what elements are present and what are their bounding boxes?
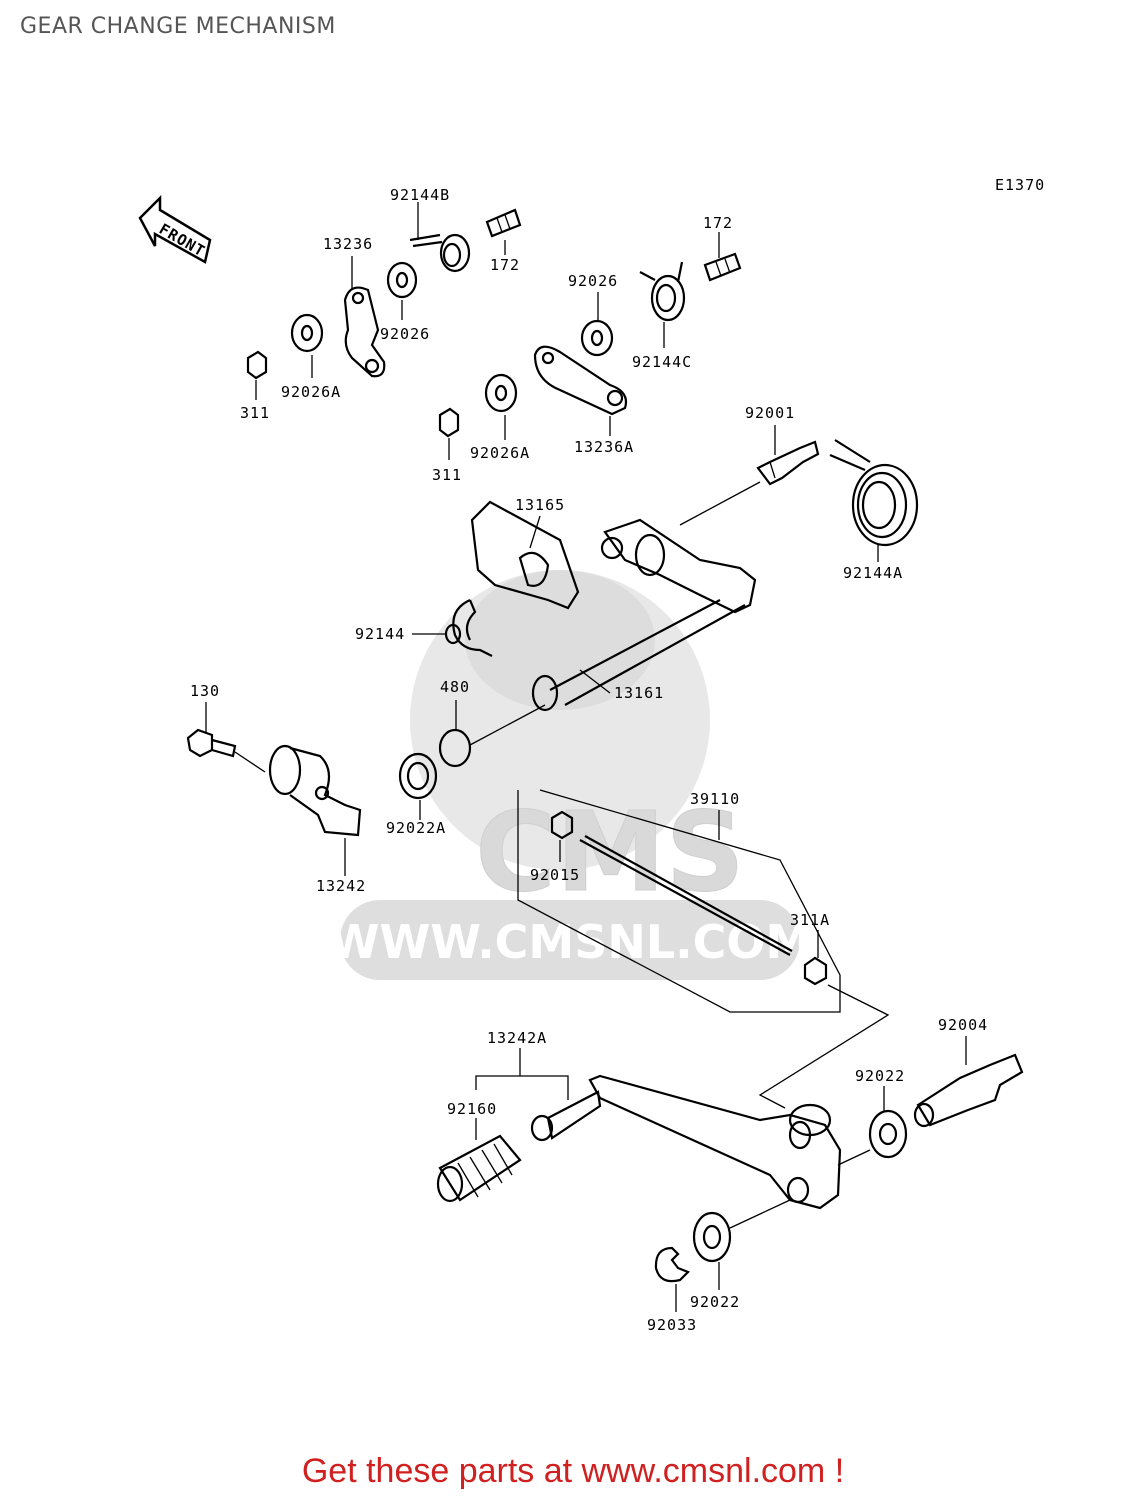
label-92026A-b: 92026A [470,444,530,462]
nut-311-icon [246,350,268,380]
label-13165: 13165 [515,496,565,514]
label-92033: 92033 [647,1316,697,1334]
label-13236A: 13236A [574,438,634,456]
label-13242A: 13242A [487,1029,547,1047]
rod-39110-icon [517,789,841,1013]
label-13236: 13236 [323,235,373,253]
label-92022A: 92022A [386,819,446,837]
label-92001: 92001 [745,404,795,422]
label-92022-b: 92022 [690,1293,740,1311]
parts-diagram: CMS WWW.CMSNL.COM FRONT E1370 [138,176,1045,1334]
washer-92026-b-icon [580,319,614,357]
label-13161: 13161 [614,684,664,702]
label-92144C: 92144C [632,353,692,371]
label-92026A-a: 92026A [281,383,341,401]
rubber-92160-icon [436,1134,522,1203]
watermark-url: WWW.CMSNL.COM [329,915,812,969]
label-92004: 92004 [938,1016,988,1034]
circlip-480-icon [438,728,472,768]
footer-link[interactable]: Get these parts at www.cmsnl.com ! [301,1452,845,1490]
arm-13236-icon [343,286,386,378]
spring-92144-icon [444,598,493,657]
label-311A: 311A [790,911,830,929]
washer-92026A-b-icon [484,373,518,413]
washer-92026A-icon [290,313,324,353]
label-92160: 92160 [447,1100,497,1118]
label-130: 130 [190,682,220,700]
label-92144B: 92144B [390,186,450,204]
washer-92026-icon [386,261,418,299]
spring-92144A-icon [829,439,919,547]
label-39110: 39110 [690,790,740,808]
label-13242: 13242 [316,877,366,895]
diagram-code: E1370 [995,176,1045,194]
label-92022-a: 92022 [855,1067,905,1085]
washer-92022-b-icon [692,1211,732,1263]
label-92026-b: 92026 [568,272,618,290]
label-480: 480 [440,678,470,696]
nut-92015-icon [550,810,574,840]
bolt-130-icon [186,728,237,758]
nut-311A-icon [803,956,828,986]
front-arrow-icon: FRONT [138,194,212,264]
plate-13165-icon [470,500,580,610]
washer-92022-a-icon [868,1109,908,1159]
nut-311-b-icon [438,407,460,438]
watermark-logo: CMS [475,788,744,916]
bolt-92001-icon [756,440,820,486]
label-92015: 92015 [530,866,580,884]
label-92144: 92144 [355,625,405,643]
label-92144A: 92144A [843,564,903,582]
part-labels: 92144B 172 13236 92026 92026A 311 92026 … [190,186,988,1334]
watermark: CMS WWW.CMSNL.COM [329,570,812,980]
shaft-13161-icon [531,518,757,712]
arm-13236A-icon [533,345,628,416]
pin-172-icon [485,208,522,238]
label-92026-a: 92026 [380,325,430,343]
spring-92144B-icon [409,233,471,273]
arm-13242-icon [268,744,362,837]
bolt-92004-icon [913,1053,1024,1128]
eclip-92033-icon [654,1246,690,1283]
label-172-b: 172 [703,214,733,232]
label-311-a: 311 [240,404,270,422]
spring-92144C-icon [639,261,686,322]
label-172-a: 172 [490,256,520,274]
washer-92022A-icon [398,752,438,800]
leader-lines [205,202,967,1312]
pin-172-b-icon [703,252,742,282]
page-title: GEAR CHANGE MECHANISM [20,14,336,39]
pedal-13242A-icon [530,1074,842,1210]
label-311-b: 311 [432,466,462,484]
